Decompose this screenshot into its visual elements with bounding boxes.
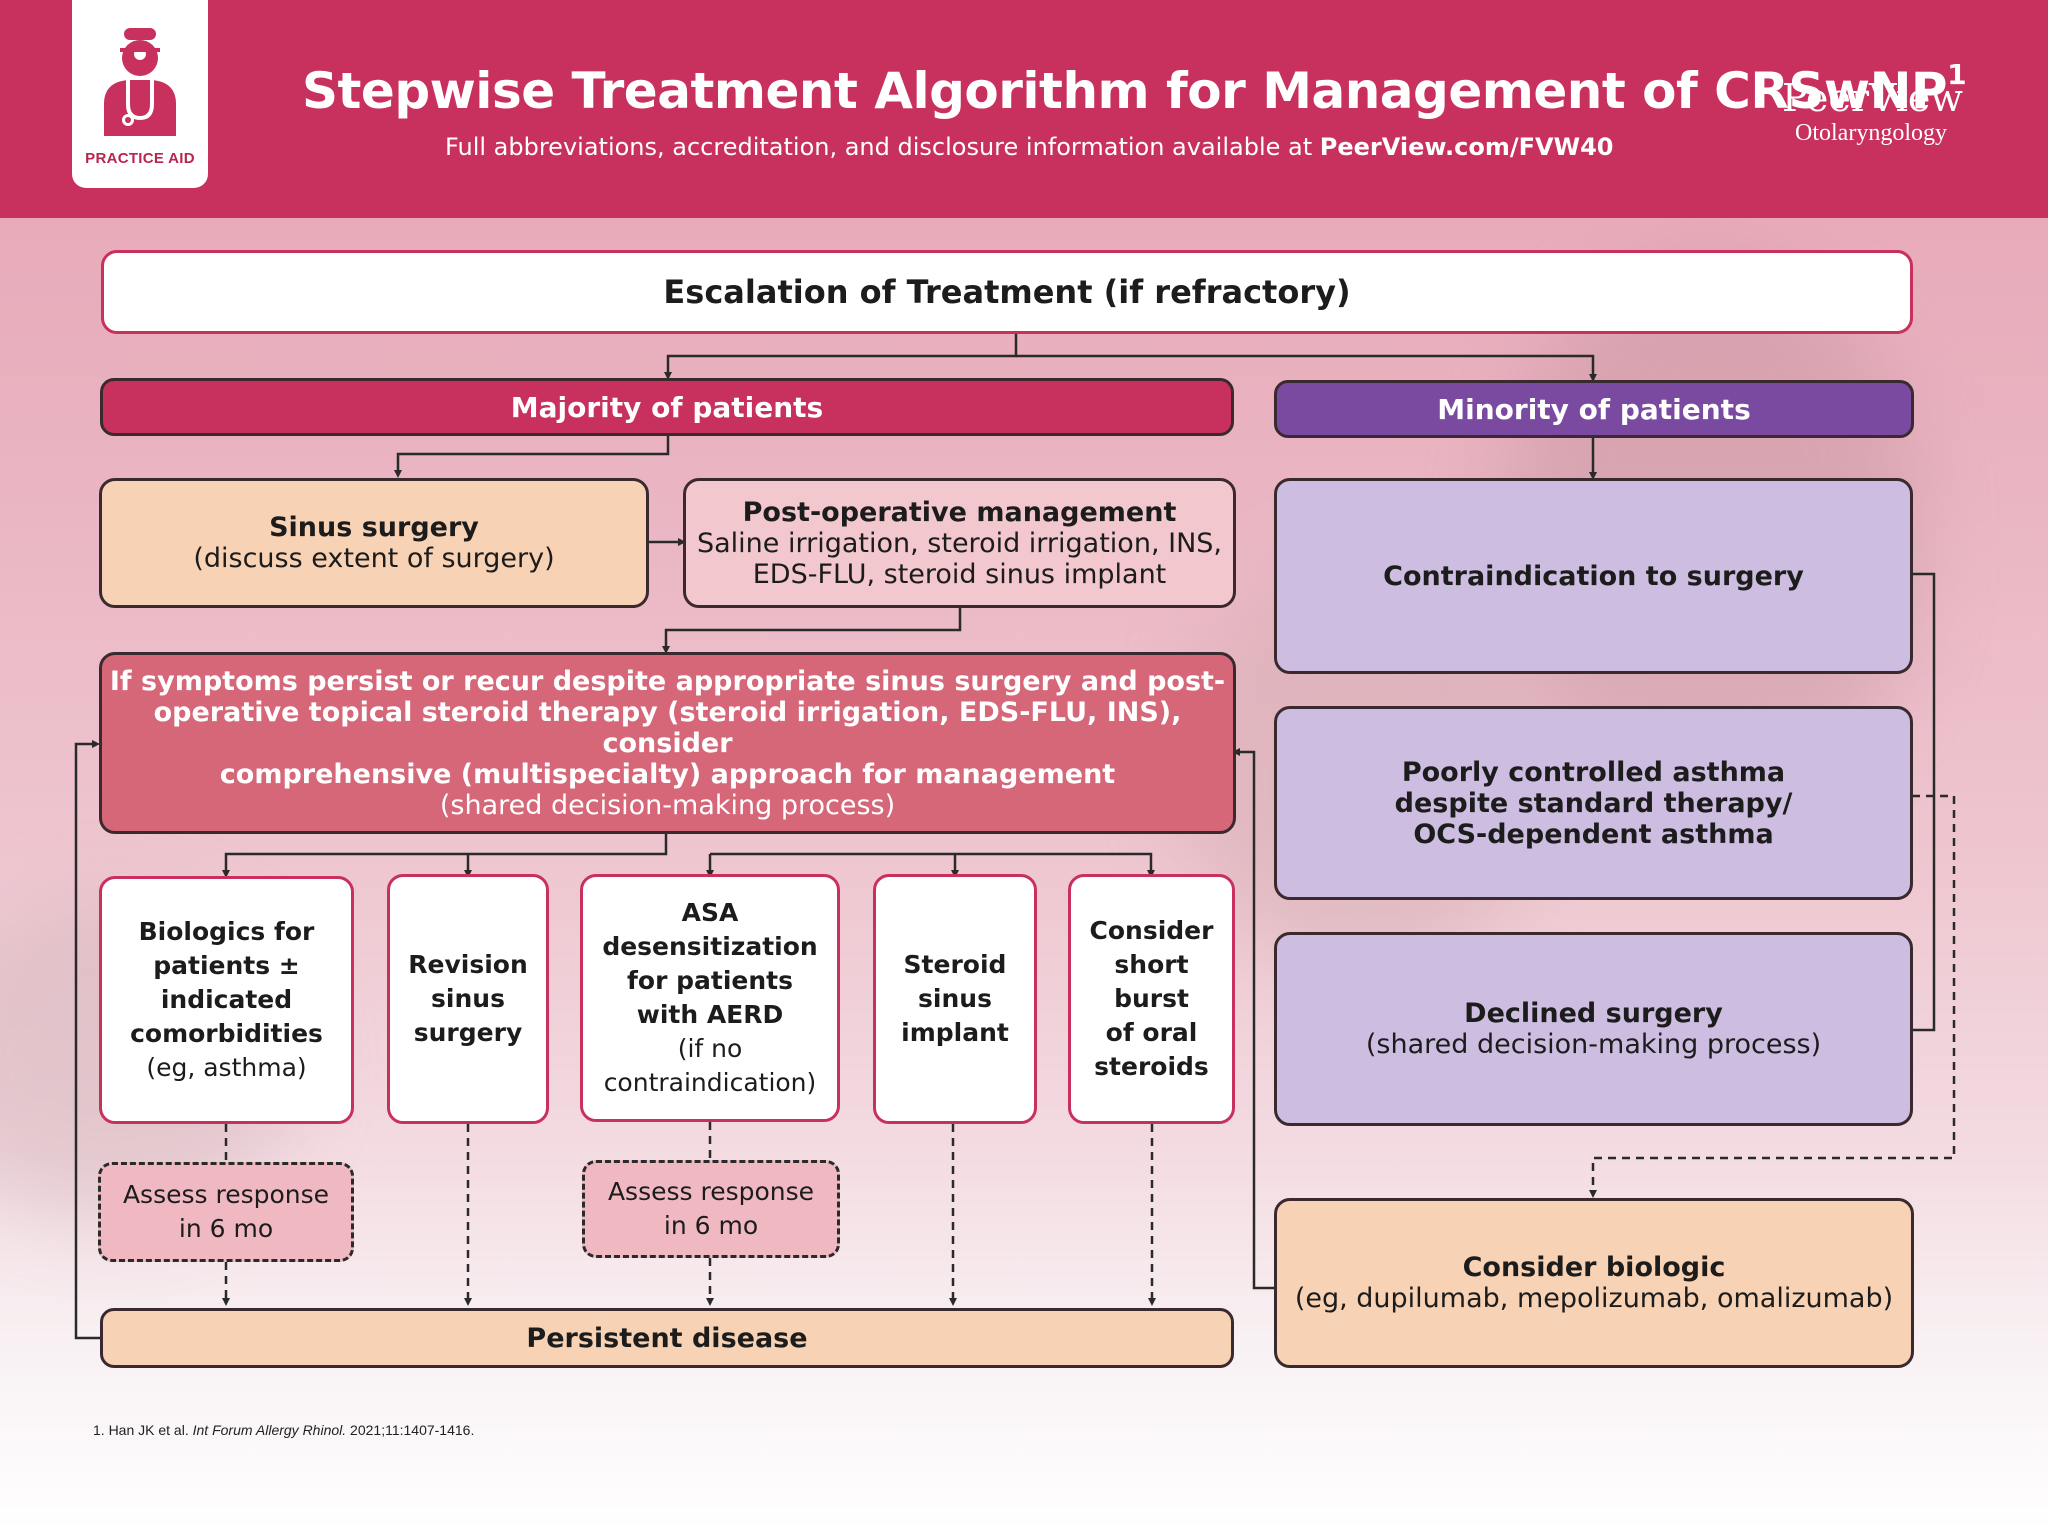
sinus-surgery-title: Sinus surgery [269,512,479,543]
oral-steroid-burst-box: Consider short burst of oral steroids [1068,874,1235,1124]
asa-line: desensitization [602,932,818,961]
persist-line: If symptoms persist or recur despite app… [109,665,1226,697]
declined-title: Declined surgery [1464,998,1723,1029]
contraindication-label: Contraindication to surgery [1383,560,1804,592]
revision-line: Revision [408,950,528,979]
persistent-disease-label: Persistent disease [526,1322,808,1354]
brand-logo: PeerView [1782,76,1963,120]
biologics-line: Biologics for [138,917,315,946]
persist-note: (shared decision-making process) [439,789,896,821]
declined-note: (shared decision-making process) [1365,1029,1822,1060]
assess-line: Assess response [607,1177,815,1206]
ocs-line: short [1114,950,1189,979]
brand-subtitle: Otolaryngology [1795,120,1947,146]
assess-line: Assess response [122,1180,330,1209]
declined-surgery-box: Declined surgery (shared decision-making… [1274,932,1913,1126]
ocs-line: of oral [1105,1018,1198,1047]
asa-note: (if no [677,1034,743,1063]
practice-aid-badge: PRACTICE AID [72,0,208,188]
assess-line: in 6 mo [663,1211,759,1240]
asa-desensitization-box: ASA desensitization for patients with AE… [580,874,840,1122]
connector [662,608,962,654]
postop-line: Saline irrigation, steroid irrigation, I… [697,527,1222,559]
poor-asthma-box: Poorly controlled asthma despite standar… [1274,706,1913,900]
consider-biologic-title: Consider biologic [1462,1252,1726,1283]
steroid-implant-box: Steroid sinus implant [873,874,1037,1124]
subtitle-text: Full abbreviations, accreditation, and d… [445,133,1320,161]
contraindication-box: Contraindication to surgery [1274,478,1913,674]
dashed-connector [1589,794,1956,1198]
biologics-option-box: Biologics for patients ± indicated comor… [99,876,354,1124]
connector [1016,354,1597,382]
asthma-line: despite standard therapy/ [1394,787,1793,819]
footnote-authors: 1. Han JK et al. [93,1422,193,1438]
header-banner: PRACTICE AID Stepwise Treatment Algorith… [0,0,2048,218]
assess-response-box: Assess response in 6 mo [582,1160,840,1258]
revision-surgery-box: Revision sinus surgery [387,874,549,1124]
ocs-line: steroids [1094,1052,1209,1081]
consider-biologic-box: Consider biologic (eg, dupilumab, mepoli… [1274,1198,1914,1368]
majority-band: Majority of patients [100,378,1234,436]
biologics-line: comorbidities [130,1019,323,1048]
postop-title: Post-operative management [742,496,1177,528]
sinus-surgery-note: (discuss extent of surgery) [193,543,555,574]
implant-line: Steroid [903,950,1007,979]
connector [664,334,1018,380]
escalation-box: Escalation of Treatment (if refractory) [101,250,1913,334]
asa-note: contraindication) [603,1068,817,1097]
assess-response-box: Assess response in 6 mo [98,1162,354,1262]
footnote-journal: Int Forum Allergy Rhinol. [192,1422,347,1438]
asthma-line: Poorly controlled asthma [1401,756,1786,788]
connector [222,834,668,878]
biologics-line: patients ± [153,951,300,980]
connector [710,852,1155,878]
minority-label: Minority of patients [1437,392,1751,426]
postop-line: EDS-FLU, steroid sinus implant [752,558,1167,590]
persist-line: operative topical steroid therapy (stero… [153,696,1182,759]
implant-line: implant [901,1018,1009,1047]
connector [1912,572,1936,1032]
connector [1232,748,1274,1290]
biologics-note: (eg, asthma) [146,1053,307,1082]
reference-footnote: 1. Han JK et al. Int Forum Allergy Rhino… [93,1422,474,1438]
minority-band: Minority of patients [1274,380,1914,438]
asa-line: ASA [681,898,739,927]
revision-line: sinus [431,984,505,1013]
persistent-disease-box: Persistent disease [100,1308,1234,1368]
escalation-label: Escalation of Treatment (if refractory) [663,273,1351,311]
ocs-line: burst [1114,984,1189,1013]
title-text: Stepwise Treatment Algorithm for Managem… [302,62,1948,120]
ocs-line: Consider [1089,916,1214,945]
doctor-stethoscope-icon [104,28,176,136]
persist-recur-box: If symptoms persist or recur despite app… [99,652,1236,834]
majority-label: Majority of patients [510,390,824,424]
title-footnote-marker: 1 [1947,58,1967,91]
postop-management-box: Post-operative management Saline irrigat… [683,478,1236,608]
sinus-surgery-box: Sinus surgery (discuss extent of surgery… [99,478,649,608]
persist-line: comprehensive (multispecialty) approach … [219,758,1116,790]
connector [74,740,100,1340]
connector [394,436,670,478]
subtitle-link[interactable]: PeerView.com/FVW40 [1319,133,1614,161]
implant-line: sinus [918,984,992,1013]
assess-line: in 6 mo [178,1214,274,1243]
biologics-line: indicated [160,985,293,1014]
page-subtitle: Full abbreviations, accreditation, and d… [445,133,1613,161]
practice-aid-label: PRACTICE AID [85,150,195,167]
consider-biologic-note: (eg, dupilumab, mepolizumab, omalizumab) [1294,1283,1894,1314]
revision-line: surgery [413,1018,523,1047]
asthma-line: OCS-dependent asthma [1413,818,1774,850]
asa-line: for patients [627,966,793,995]
asa-line: with AERD [636,1000,784,1029]
footnote-citation: 2021;11:1407-1416. [346,1422,475,1438]
page-title: Stepwise Treatment Algorithm for Managem… [302,58,1967,120]
